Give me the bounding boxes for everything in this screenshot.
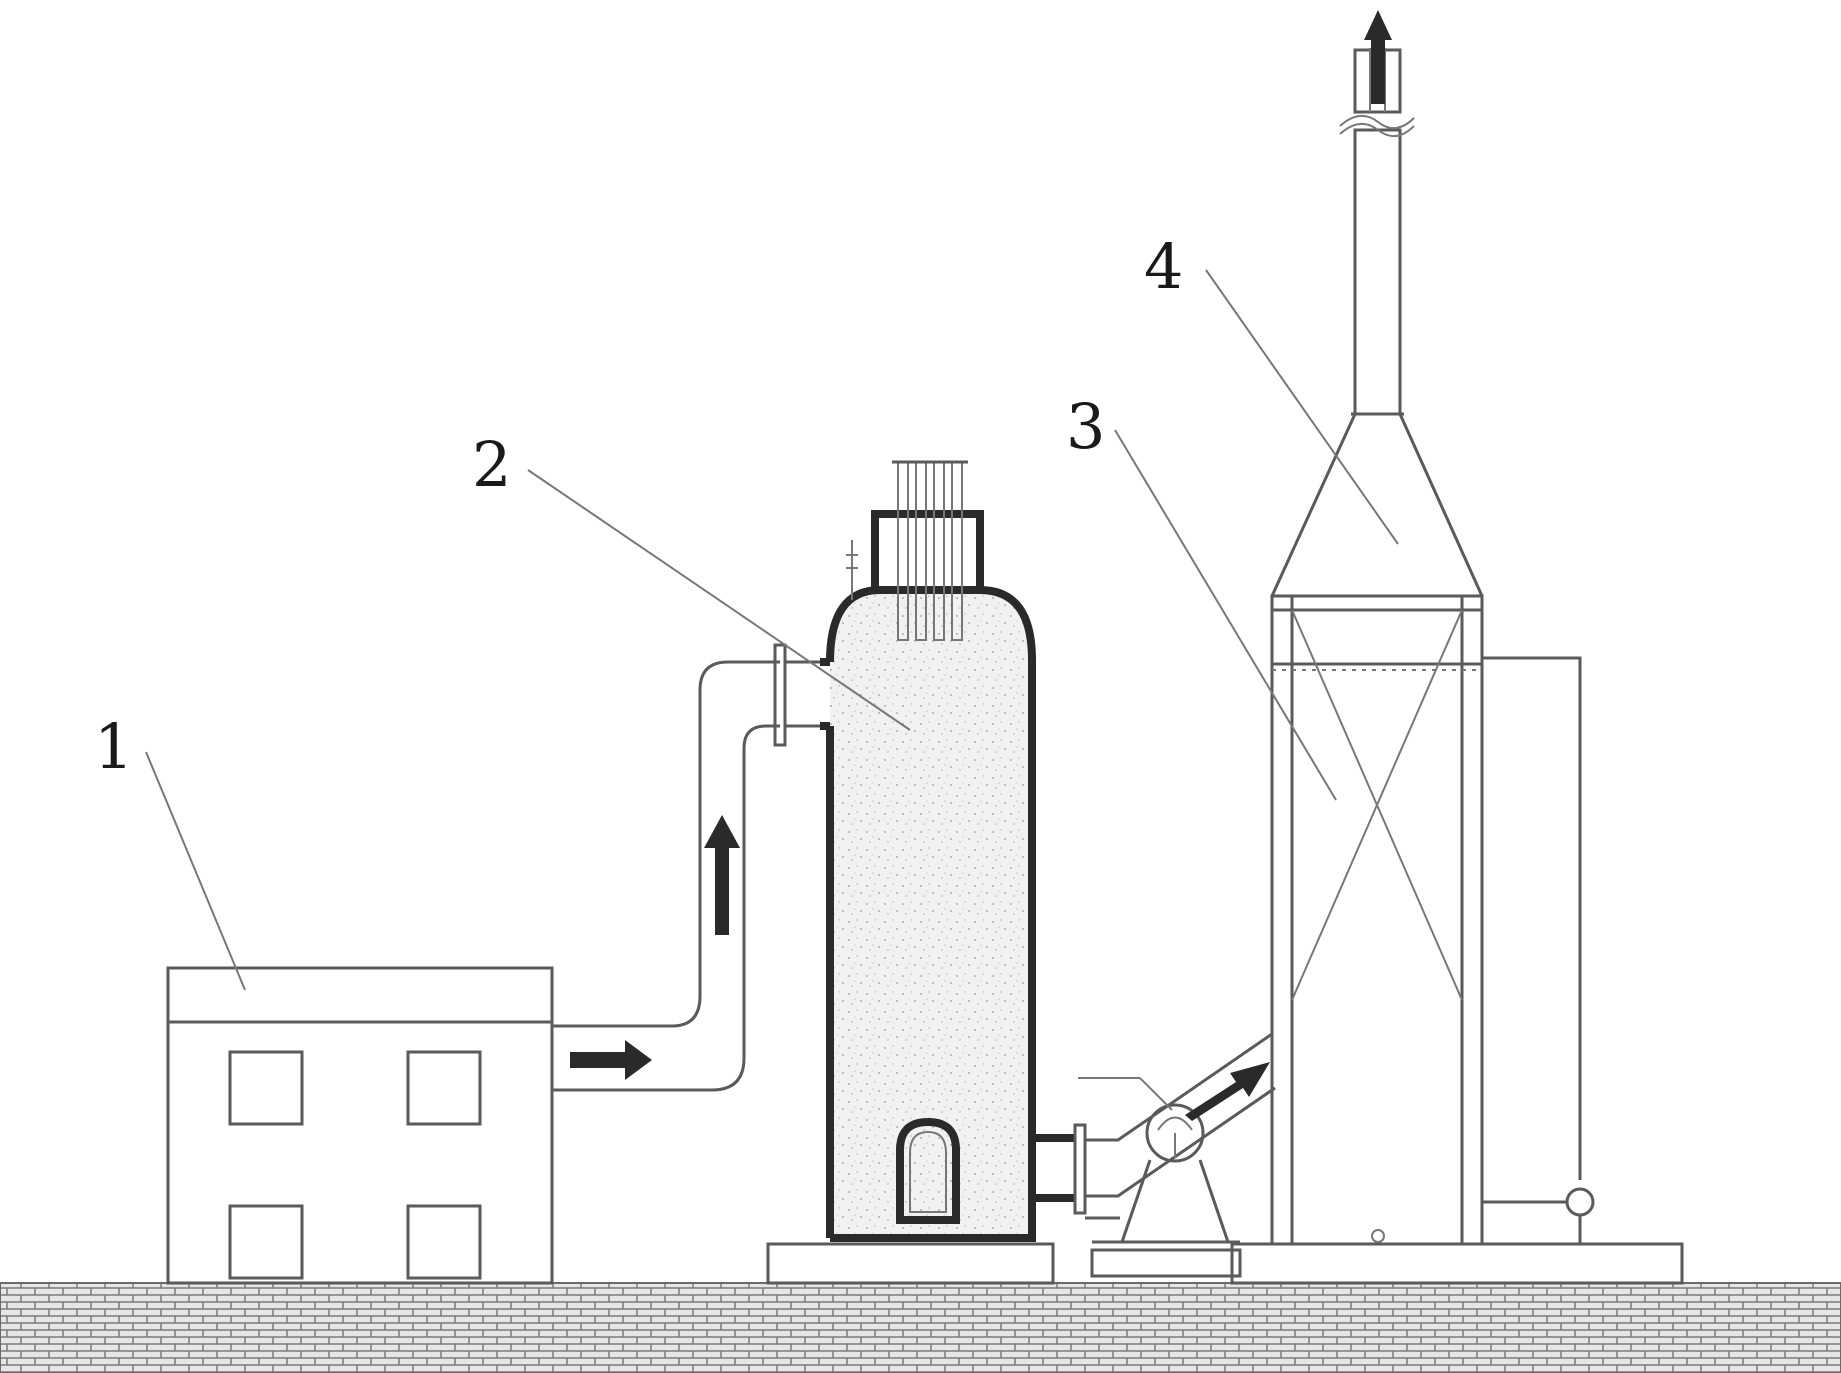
inlet-duct [552,643,820,1092]
stack-break-mark [1339,115,1415,129]
part-label-3: 3 [1066,390,1105,463]
fan-housing [1145,1103,1205,1163]
flow-arrow-up [704,815,740,935]
building-body [166,1020,554,1285]
induced-draft-fan [1078,1077,1242,1278]
outlet-duct [1032,1032,1276,1220]
flow-arrow-diagonal [1185,1062,1270,1121]
tower-shell [1270,594,1484,1246]
part-label-2: 2 [472,428,511,501]
furnace-interior [830,590,1032,1238]
stack-chimney [1353,128,1402,416]
fan-base [1090,1248,1242,1278]
building-window [406,1050,482,1126]
ground-strip [0,1282,1841,1373]
exhaust-stack-4 [1270,48,1484,597]
furnace-access-door [896,1117,960,1224]
temperature-probe [846,540,858,600]
part-label-4: 4 [1144,230,1183,303]
tower-foundation [1230,1242,1684,1285]
flow-arrow-right [570,1040,652,1080]
building-window [228,1204,304,1280]
furnace-top-flange [871,510,984,594]
outlet-flange [1073,1123,1087,1215]
leader-line-3 [1114,429,1337,801]
recirculation-pump [1565,1187,1595,1217]
spray-header [1272,662,1482,671]
building-roof-band [166,966,554,1024]
leader-line-4 [1205,269,1399,545]
electrode-rods [892,460,968,641]
drain-valve [1371,1229,1385,1243]
duct-flange [773,643,787,747]
leader-lines [145,269,1399,991]
furnace-foundation [766,1242,1055,1285]
packing-diagonal [1291,609,1463,1001]
furnace-vessel-2 [820,460,1036,1242]
flow-arrow-exhaust [1364,10,1392,104]
stack-cone [1270,412,1484,597]
recirculation-loop [1371,656,1595,1244]
building-window [228,1050,304,1126]
leader-line-2 [527,469,911,731]
fan-stand [1120,1159,1230,1243]
building-window [406,1204,482,1280]
leader-line-1 [145,751,246,991]
building-unit-1 [166,966,554,1285]
part-label-1: 1 [94,710,133,783]
scrubber-tower-3 [1270,594,1484,1246]
